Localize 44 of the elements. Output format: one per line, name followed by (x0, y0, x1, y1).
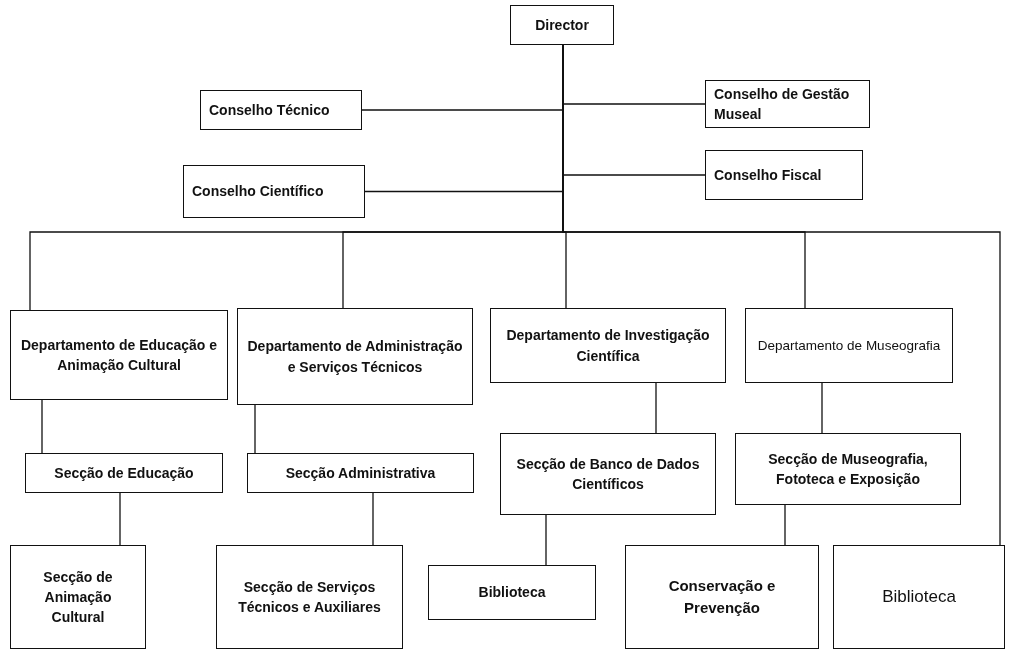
org-box (705, 80, 870, 128)
unit-name: Conservação e Prevenção (667, 576, 777, 618)
connector-line (254, 404, 256, 454)
unit-name: Biblioteca (478, 583, 546, 603)
unit-name: Departamento de Administração e Serviços Técnicos (246, 337, 464, 377)
org-box (625, 545, 819, 649)
unit-name: Conselho Fiscal (714, 165, 822, 185)
unit-name: Conselho Técnico (209, 100, 330, 120)
unit-name: Secção de Animação Cultural (42, 567, 114, 628)
org-box (10, 310, 228, 400)
unit-name: Conselho Científico (192, 182, 324, 202)
org-box (200, 90, 362, 130)
org-box (428, 565, 596, 620)
unit-name: Secção de Museografia, Fototeca e Exposição (767, 449, 929, 489)
org-box (490, 308, 726, 383)
org-box (833, 545, 1005, 649)
unit-name: Departamento de Museografia (757, 336, 941, 355)
connector-line (821, 382, 823, 434)
unit-name: Biblioteca (882, 585, 956, 608)
connector-line (372, 492, 374, 546)
unit-name: Secção de Banco de Dados Científicos (515, 454, 701, 494)
org-box (183, 165, 365, 218)
org-box (247, 453, 474, 493)
unit-name: Departamento de Educação e Animação Cultural (19, 335, 219, 375)
unit-name: Secção de Serviços Técnicos e Auxiliares (237, 577, 382, 617)
org-box (510, 5, 614, 45)
connector-line (545, 514, 547, 566)
org-box (500, 433, 716, 515)
org-box (705, 150, 863, 200)
org-box (237, 308, 473, 405)
unit-name: Secção de Educação (54, 463, 194, 483)
connector-line (41, 399, 43, 454)
connector-line (784, 504, 786, 546)
org-box (216, 545, 403, 649)
org-box (735, 433, 961, 505)
org-box (25, 453, 223, 493)
unit-name: Departamento de Investigação Científica (505, 326, 711, 366)
connector-line (119, 492, 121, 546)
connector-line (655, 382, 657, 434)
org-box (745, 308, 953, 383)
unit-name: Secção Administrativa (285, 463, 436, 483)
unit-name: Director (535, 15, 589, 35)
org-box (10, 545, 146, 649)
unit-name: Conselho de Gestão Museal (714, 84, 851, 124)
